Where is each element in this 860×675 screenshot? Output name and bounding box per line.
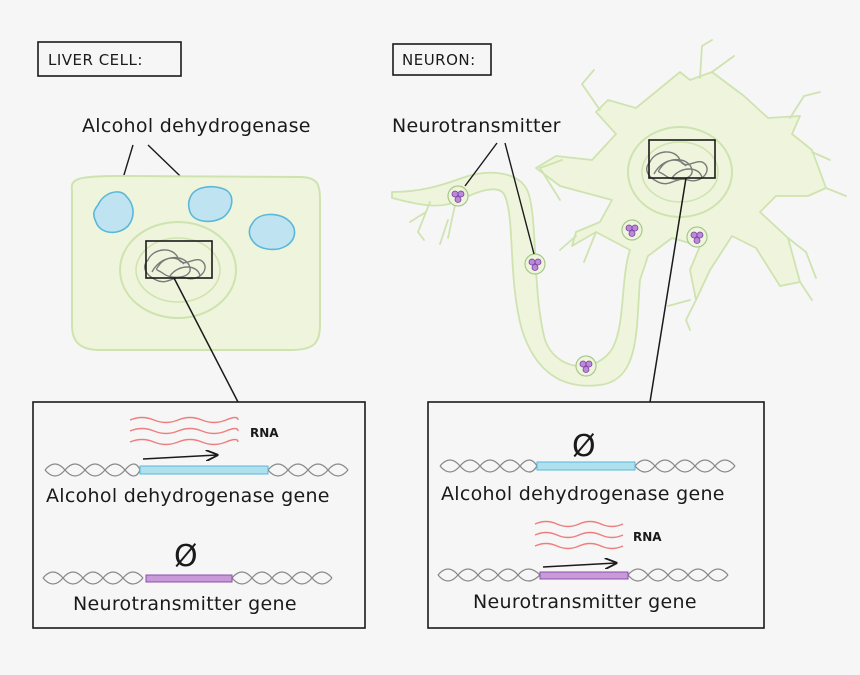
dna-helix [42, 571, 333, 585]
liver-zoom-box [145, 240, 213, 279]
alcohol-dehydrogenase-protein [93, 191, 134, 234]
liver-zoom-line [173, 277, 239, 403]
liver-gene2-label: Neurotransmitter gene [73, 593, 297, 615]
neuron-section: NEURON: [391, 39, 847, 629]
neuron-title: NEURON: [402, 51, 476, 69]
liver-title-box [37, 41, 182, 77]
alcohol-dehydrogenase-protein [187, 185, 233, 223]
neurotransmitter-gene-segment [145, 574, 233, 583]
neurotransmitter-vesicle [524, 253, 546, 275]
neurotransmitter-label: Neurotransmitter [392, 115, 561, 137]
neurotransmitter-vesicle [621, 219, 643, 241]
dna-helix [44, 463, 349, 477]
neuron-title-box [392, 43, 492, 76]
neuron-gene2-label: Neurotransmitter gene [473, 591, 697, 613]
alcohol-dehydrogenase-protein [248, 213, 296, 251]
dendrites [409, 39, 847, 331]
neurotransmitter-vesicle [575, 355, 597, 377]
neurotransmitter-vesicle [447, 185, 469, 207]
alcohol-dehydrogenase-gene-segment [536, 461, 636, 471]
rna-label: RNA [633, 530, 662, 544]
rna-transcripts [129, 416, 239, 446]
label-pointer-line [504, 142, 535, 255]
neuron-zoom-box [648, 139, 716, 179]
dna-helix [437, 568, 729, 582]
transcription-arrow [542, 563, 616, 567]
rna-label: RNA [250, 426, 279, 440]
neuron-nucleus-inner [641, 141, 719, 203]
dna-helix [439, 459, 736, 473]
alcohol-dehydrogenase-label: Alcohol dehydrogenase [82, 115, 311, 137]
liver-gene-panel [32, 401, 366, 629]
rna-transcripts [534, 520, 624, 550]
liver-nucleus-inner [135, 237, 221, 303]
neuron-gene-panel [427, 401, 765, 629]
transcription-arrow [142, 455, 217, 459]
liver-cell-section: LIVER CELL: Alcohol dehydrogenase RNA [32, 41, 366, 629]
neuron-zoom-line [649, 177, 687, 403]
neurotransmitter-gene-segment [539, 571, 629, 580]
label-pointer-line [464, 142, 498, 187]
not-expressed-symbol: Ø [174, 539, 198, 574]
neurotransmitter-vesicle [686, 226, 708, 248]
liver-gene1-label: Alcohol dehydrogenase gene [46, 485, 330, 507]
alcohol-dehydrogenase-gene-segment [139, 465, 269, 475]
neuron-gene1-label: Alcohol dehydrogenase gene [441, 483, 725, 505]
not-expressed-symbol: Ø [572, 429, 596, 464]
liver-title: LIVER CELL: [48, 51, 143, 69]
